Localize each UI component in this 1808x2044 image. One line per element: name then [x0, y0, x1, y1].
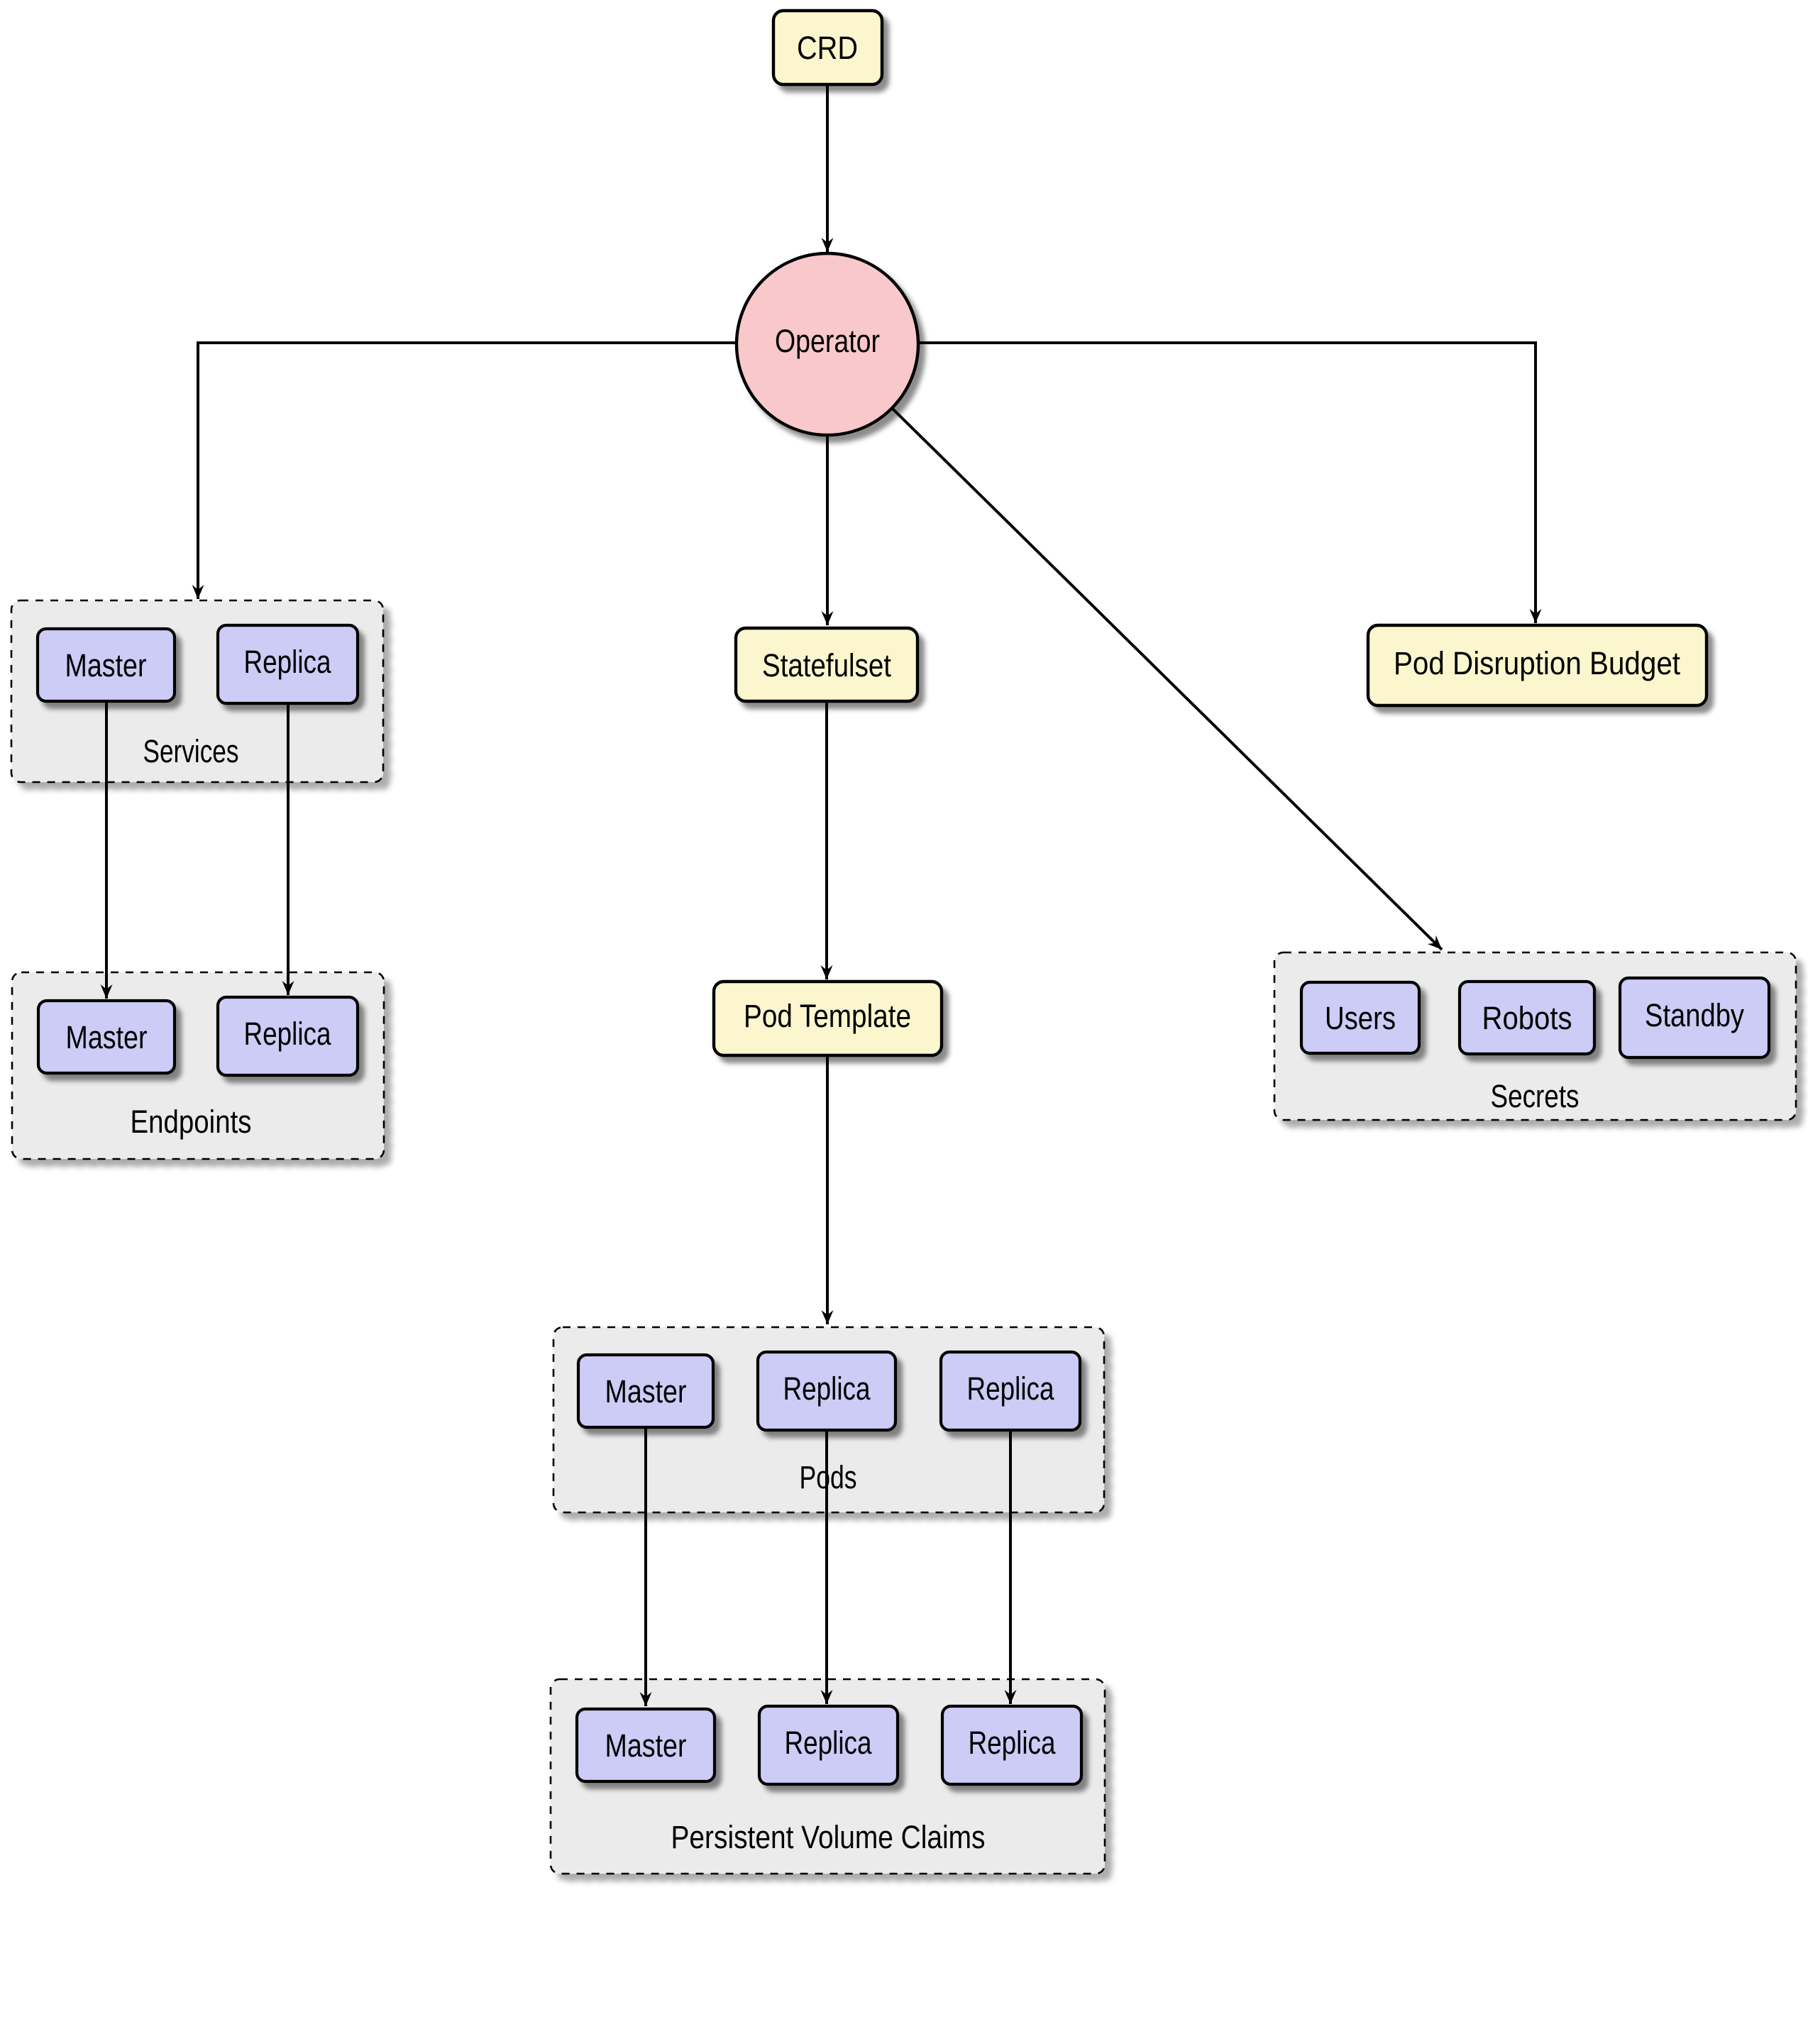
- svg-text:Master: Master: [65, 647, 147, 683]
- svg-text:Replica: Replica: [244, 1016, 332, 1052]
- svg-text:Services: Services: [143, 733, 239, 769]
- svg-text:Master: Master: [605, 1727, 687, 1764]
- svg-text:Replica: Replica: [244, 644, 332, 680]
- svg-text:Replica: Replica: [967, 1370, 1055, 1407]
- svg-text:Master: Master: [605, 1373, 687, 1410]
- svg-text:Replica: Replica: [969, 1725, 1057, 1761]
- svg-text:Master: Master: [66, 1019, 148, 1055]
- svg-text:Standby: Standby: [1645, 997, 1744, 1033]
- svg-text:Pod Template: Pod Template: [744, 998, 911, 1034]
- svg-text:Statefulset: Statefulset: [762, 647, 891, 683]
- svg-text:Replica: Replica: [783, 1370, 871, 1407]
- svg-text:Persistent Volume Claims: Persistent Volume Claims: [671, 1819, 986, 1855]
- svg-text:Pod Disruption Budget: Pod Disruption Budget: [1394, 645, 1680, 681]
- svg-text:Users: Users: [1325, 1000, 1396, 1036]
- svg-text:CRD: CRD: [797, 30, 858, 66]
- svg-text:Pods: Pods: [800, 1459, 857, 1495]
- svg-text:Replica: Replica: [785, 1725, 873, 1761]
- svg-text:Robots: Robots: [1482, 1000, 1572, 1036]
- svg-text:Endpoints: Endpoints: [131, 1104, 252, 1140]
- svg-text:Secrets: Secrets: [1491, 1078, 1580, 1114]
- svg-text:Operator: Operator: [775, 323, 880, 359]
